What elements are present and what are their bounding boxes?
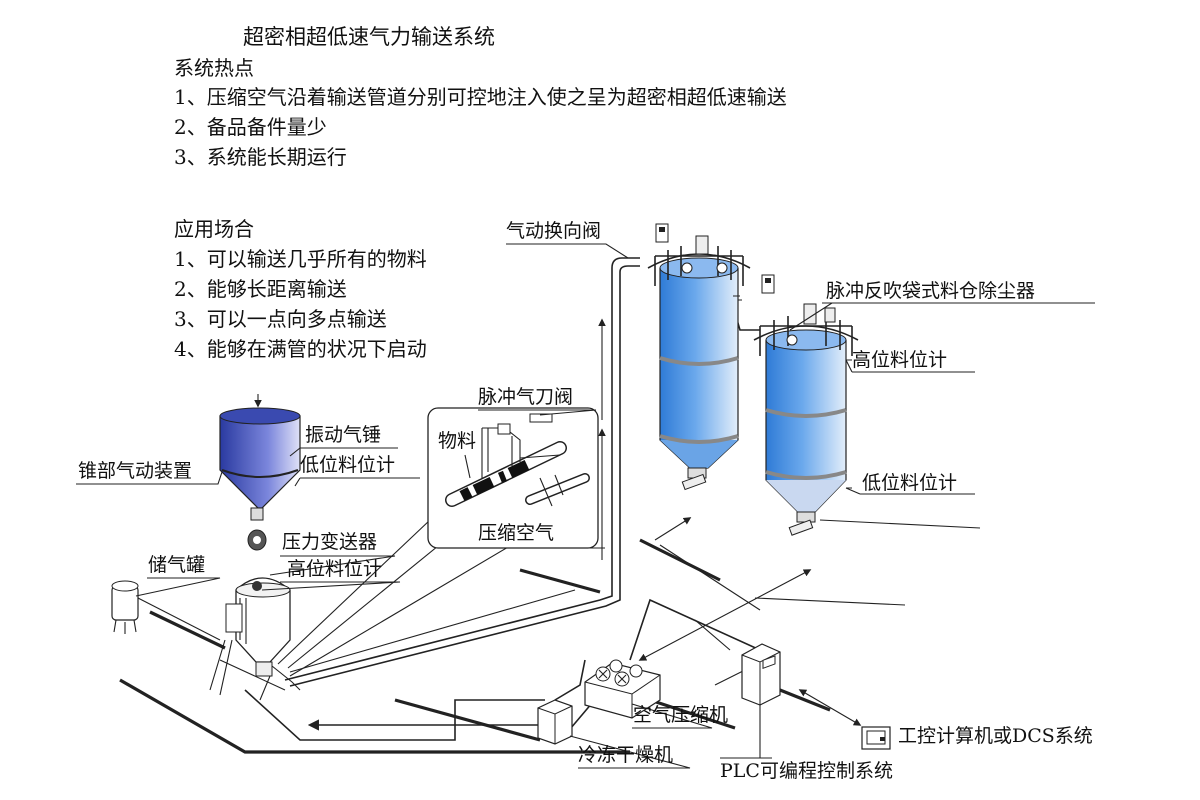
application-item-4: 4、能够在满管的状况下启动 xyxy=(174,337,427,361)
diagram-title: 超密相超低速气力输送系统 xyxy=(243,25,495,49)
label-plc: PLC可编程控制系统 xyxy=(720,760,893,782)
plc-cabinet xyxy=(741,643,781,758)
label-computer: 工控计算机或DCS系统 xyxy=(898,725,1093,747)
refrigerated-dryer xyxy=(537,699,573,745)
application-item-3: 3、可以一点向多点输送 xyxy=(174,307,387,331)
label-compressed-air: 压缩空气 xyxy=(478,522,555,544)
feature-item-3: 3、系统能长期运行 xyxy=(174,145,347,169)
computer-terminal xyxy=(861,726,891,750)
control-box-left xyxy=(655,223,669,243)
application-item-2: 2、能够长距离输送 xyxy=(174,277,347,301)
applications-heading: 应用场合 xyxy=(174,217,254,241)
feature-item-2: 2、备品备件量少 xyxy=(174,115,327,139)
feed-hopper xyxy=(219,394,301,551)
label-dust-collector: 脉冲反吹袋式料仓除尘器 xyxy=(826,280,1036,302)
label-air-tank: 储气罐 xyxy=(148,554,206,576)
label-reversing-valve: 气动换向阀 xyxy=(506,220,602,242)
control-box-right xyxy=(761,274,775,294)
feature-item-1: 1、压缩空气沿着输送管道分别可控地注入使之呈为超密相超低速输送 xyxy=(174,85,787,109)
label-dryer: 冷冻干燥机 xyxy=(578,744,674,766)
link-arrows xyxy=(638,517,906,726)
label-low-level-hopper: 低位料位计 xyxy=(300,454,396,476)
label-air-compressor: 空气压缩机 xyxy=(633,704,729,726)
application-item-1: 1、可以输送几乎所有的物料 xyxy=(174,247,427,271)
air-compressor xyxy=(584,659,661,719)
label-cone-device: 锥部气动装置 xyxy=(78,460,193,482)
label-high-level-vessel: 高位料位计 xyxy=(287,558,383,580)
silo-left xyxy=(647,235,751,491)
pressure-vessel xyxy=(209,577,301,701)
label-pulse-knife-valve: 脉冲气刀阀 xyxy=(478,386,574,408)
leader-lines xyxy=(76,243,1095,769)
label-pressure-transmitter: 压力变送器 xyxy=(282,531,378,553)
label-material: 物料 xyxy=(438,430,477,452)
air-tank xyxy=(111,580,221,641)
silo-right xyxy=(753,303,859,536)
label-low-level-silo: 低位料位计 xyxy=(862,472,958,494)
label-high-level-silo: 高位料位计 xyxy=(852,349,948,371)
features-heading: 系统热点 xyxy=(174,56,254,80)
knife-valve-inset xyxy=(427,407,599,549)
label-vibration-hammer: 振动气锤 xyxy=(305,424,382,446)
